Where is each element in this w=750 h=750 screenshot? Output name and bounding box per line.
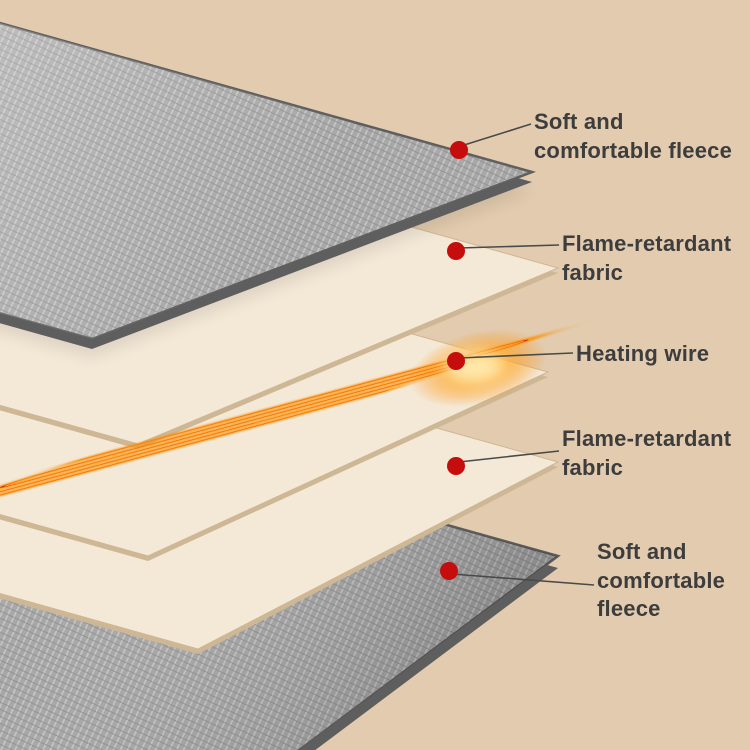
label-line: Soft and xyxy=(597,539,687,564)
red-dot-icon xyxy=(450,141,468,159)
label-line: Soft and xyxy=(534,109,624,134)
leader-line xyxy=(458,244,560,249)
red-dot-markers xyxy=(440,141,468,580)
label-line: fabric xyxy=(562,259,624,285)
annotation-label-top-fleece: Soft and comfortable fleece xyxy=(534,108,732,165)
label-line: comfortable fleece xyxy=(534,137,733,163)
red-dot-icon xyxy=(440,562,458,580)
leader-line xyxy=(451,573,595,586)
label-line: comfortable xyxy=(597,567,726,593)
leader-line xyxy=(458,352,574,359)
annotation-label-heating-wire: Heating wire xyxy=(576,340,709,369)
layer-top-fleece-shape xyxy=(0,21,536,349)
label-line: Flame-retardant xyxy=(562,231,732,256)
leader-line xyxy=(460,123,532,147)
label-line: Heating wire xyxy=(576,341,710,366)
red-dot-icon xyxy=(447,352,465,370)
annotation-label-lower-fabric: Flame-retardant fabric xyxy=(562,425,731,482)
annotation-label-bottom-fleece: Soft and comfortable fleece xyxy=(597,538,725,624)
label-line: Flame-retardant xyxy=(562,426,732,451)
leader-line xyxy=(458,450,560,463)
label-line: fleece xyxy=(597,596,661,622)
red-dot-icon xyxy=(447,242,465,260)
label-line: fabric xyxy=(562,454,624,480)
red-dot-icon xyxy=(447,457,465,475)
annotation-label-upper-fabric: Flame-retardant fabric xyxy=(562,230,731,287)
leader-lines xyxy=(451,123,595,586)
